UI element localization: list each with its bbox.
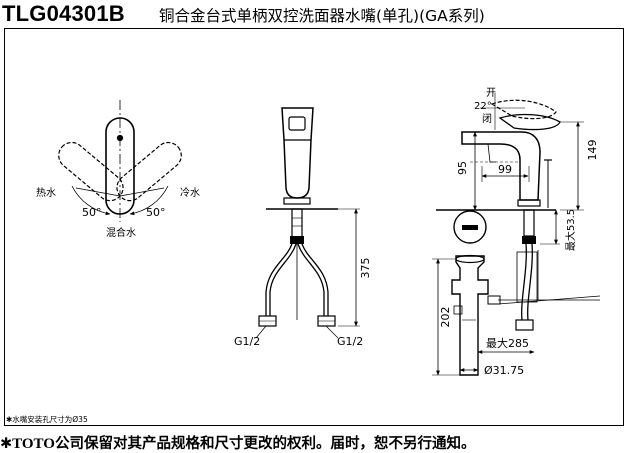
angle-left-label: 50°: [82, 206, 102, 219]
mixed-water-label: 混合水: [106, 226, 136, 239]
dim-99-label: 99: [498, 163, 512, 176]
title-bar: TLG04301B 铜合金台式单柄双控洗面器水嘴(单孔)(GA系列): [0, 0, 630, 28]
model-number: TLG04301B: [2, 1, 125, 26]
inlet-left-label: G1/2: [234, 335, 260, 348]
dim-149-label: 149: [586, 140, 599, 161]
front-view: [255, 107, 360, 339]
max-53-5-label: 最大53.5: [564, 209, 577, 251]
side-view: [432, 93, 601, 376]
disclaimer-body: 公司保留对其产品规格和尺寸更改的权利。届时，恕不另行通知。: [54, 436, 476, 452]
height-375-label: 375: [359, 258, 372, 279]
drawing-frame: [4, 28, 624, 426]
dim-202-label: 202: [439, 307, 452, 328]
install-hole-note: ✱水嘴安装孔尺寸为Ø35: [6, 415, 88, 424]
top-view: [58, 100, 182, 222]
drain-cap-circle: [453, 210, 487, 244]
disclaimer-text: ✱TOTO公司保留对其产品规格和尺寸更改的权利。届时，恕不另行通知。: [0, 432, 475, 453]
close-label: 闭: [482, 112, 492, 125]
open-label: 开: [486, 88, 496, 99]
asterisk-icon: ✱: [0, 436, 13, 452]
inlet-right-label: G1/2: [337, 335, 363, 348]
hot-water-label: 热水: [36, 186, 56, 199]
angle-right-label: 50°: [146, 206, 166, 219]
handle-center: [105, 117, 135, 215]
dim-95-label: 95: [456, 161, 469, 175]
cold-water-label: 冷水: [180, 186, 200, 199]
dia-31-75-label: Ø31.75: [484, 364, 524, 377]
angle-22-label: 22°: [474, 101, 492, 112]
product-name: 铜合金台式单柄双控洗面器水嘴(单孔)(GA系列): [159, 7, 485, 25]
max-285-label: 最大285: [486, 336, 529, 350]
brand-name: TOTO: [12, 436, 55, 452]
